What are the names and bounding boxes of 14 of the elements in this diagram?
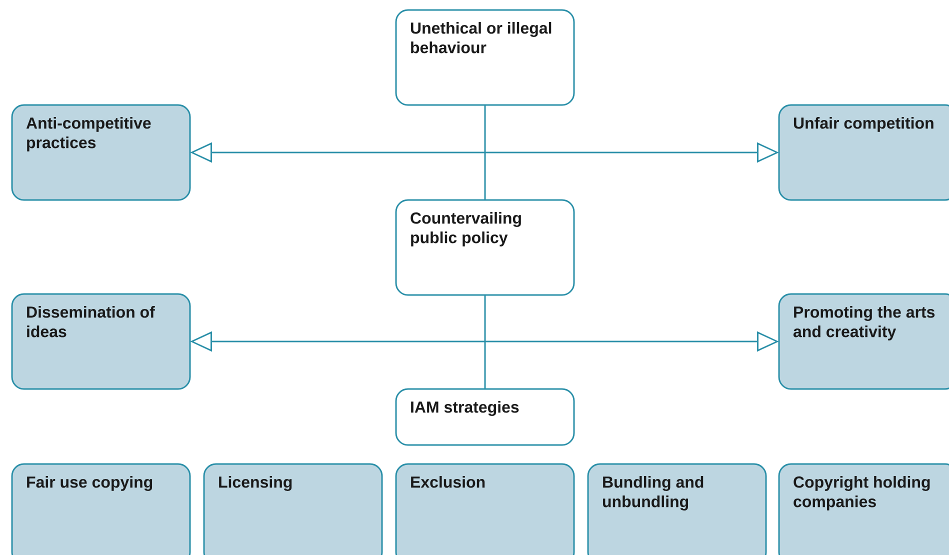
connector <box>484 105 486 200</box>
topic-box: Fair use copying <box>11 463 191 555</box>
topic-box: Unfair competition <box>778 104 949 201</box>
connector <box>484 295 486 389</box>
topic-box: Bundling and unbundling <box>587 463 767 555</box>
process-box: Countervailing public policy <box>395 199 575 296</box>
topic-box: Copyright holding companies <box>778 463 949 555</box>
process-box: IAM strategies <box>395 388 575 446</box>
topic-box: Licensing <box>203 463 383 555</box>
topic-box: Exclusion <box>395 463 575 555</box>
topic-box: Dissemination of ideas <box>11 293 191 390</box>
topic-box: Promoting the arts and creativity <box>778 293 949 390</box>
topic-box: Anti-competitive practices <box>11 104 191 201</box>
process-box: Unethical or illegal behaviour <box>395 9 575 106</box>
